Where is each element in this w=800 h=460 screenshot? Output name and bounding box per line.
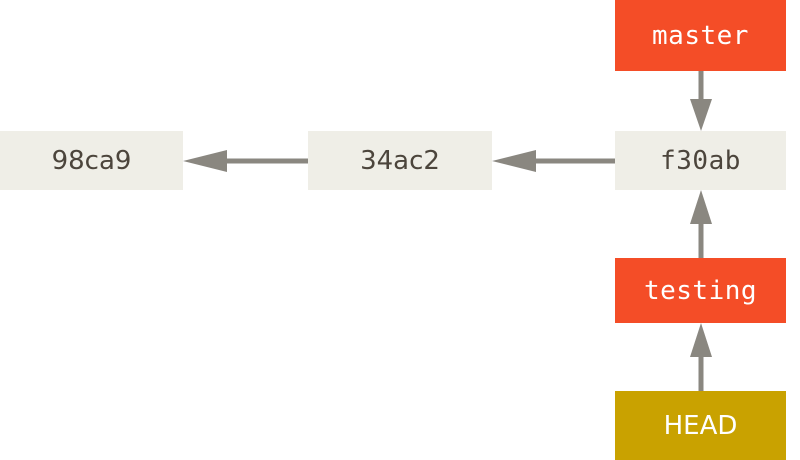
head-pointer-label: HEAD — [663, 410, 738, 441]
arrow-f30ab-to-34ac2 — [492, 150, 615, 172]
commit-label-98ca9: 98ca9 — [51, 145, 132, 176]
branch-node-testing[interactable]: testing — [615, 258, 786, 323]
commit-node-f30ab[interactable]: f30ab — [615, 131, 786, 190]
commit-node-98ca9[interactable]: 98ca9 — [0, 131, 183, 190]
branch-label-master: master — [652, 20, 749, 51]
branch-label-testing: testing — [643, 275, 758, 306]
arrow-master-to-f30ab — [690, 71, 712, 131]
arrow-testing-to-f30ab — [690, 190, 712, 258]
head-pointer-node[interactable]: HEAD — [615, 391, 786, 460]
arrow-34ac2-to-98ca9 — [183, 150, 308, 172]
commit-node-34ac2[interactable]: 34ac2 — [308, 131, 492, 190]
arrow-head-to-testing — [690, 323, 712, 391]
branch-node-master[interactable]: master — [615, 0, 786, 71]
commit-label-f30ab: f30ab — [660, 145, 741, 176]
commit-label-34ac2: 34ac2 — [360, 145, 440, 176]
